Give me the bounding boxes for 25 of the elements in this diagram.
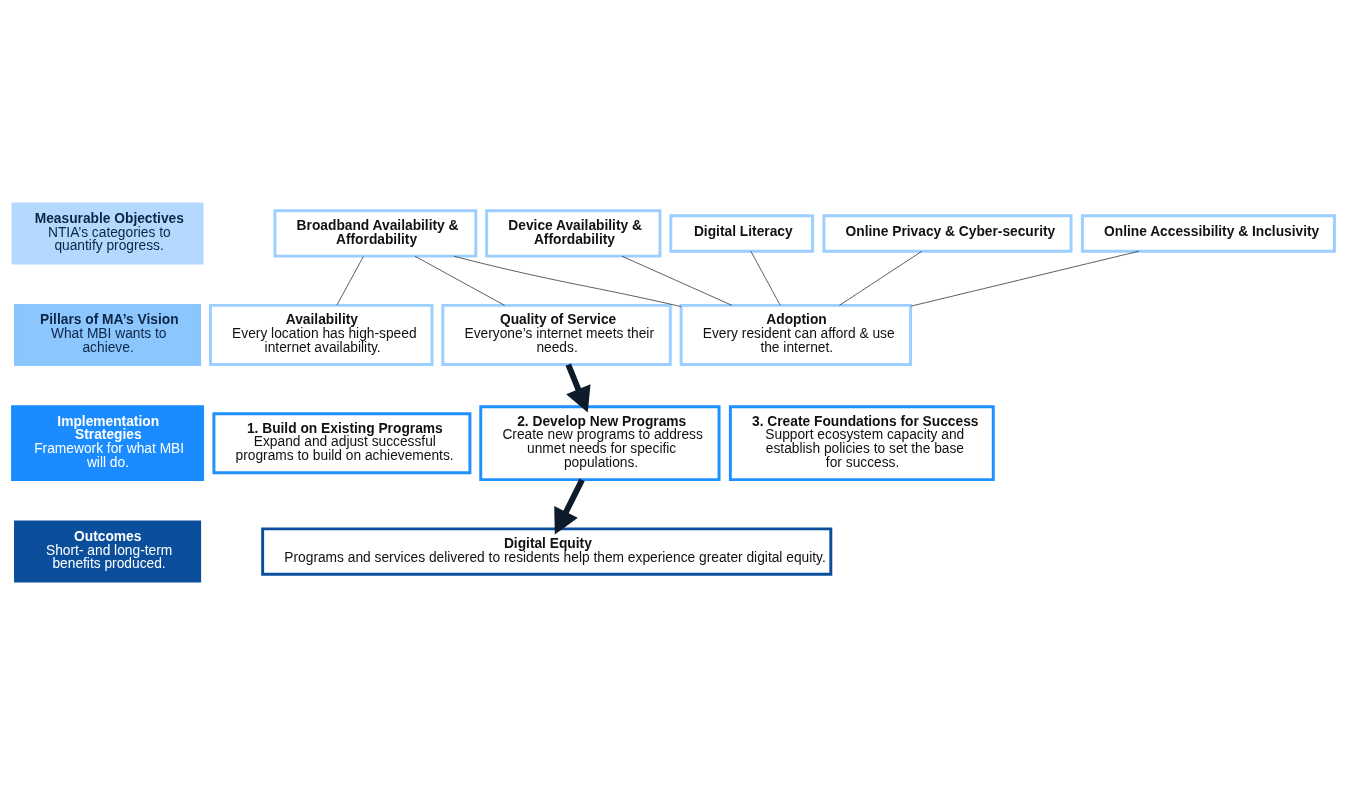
node-box: Online Privacy & Cyber-security xyxy=(822,214,1073,253)
node-box: Quality of Service Everyone’s internet meets their needs. xyxy=(441,303,672,366)
arrow xyxy=(565,363,591,413)
connector xyxy=(621,255,733,306)
node-box: Measurable Objectives NTIA’s categories to quantify progress. xyxy=(11,202,204,265)
node-box: Implementation Strategies Framework for what MBI will do. xyxy=(11,405,205,482)
node-box: Availability Every location has high-speed internet availability. xyxy=(209,303,434,366)
node-box: Adoption Every resident can afford & use the internet. xyxy=(679,303,913,366)
node-box: 1. Build on Existing Programs Expand and adjust successful programs to build on achievements. xyxy=(212,412,472,475)
node-box: Digital Literacy xyxy=(669,214,815,253)
arrow xyxy=(554,478,585,535)
connector xyxy=(336,256,364,306)
node-box: Digital Equity Programs and services delivered to residents help them experience greater digital equity. xyxy=(261,527,833,576)
node-box: Pillars of MA’s Vision What MBI wants to achieve. xyxy=(14,303,202,366)
node-box: Broadband Availability & Affordability xyxy=(273,209,478,258)
connector xyxy=(839,250,923,306)
node-box: 3. Create Foundations for Success Support ecosystem capacity and establish policies to set the base for success. xyxy=(728,405,995,482)
connector xyxy=(910,250,1140,307)
node-box: Online Accessibility & Inclusivity xyxy=(1080,214,1336,253)
node-box: Device Availability & Affordability xyxy=(485,209,662,258)
connector xyxy=(750,250,781,306)
connector xyxy=(453,255,682,307)
connector xyxy=(414,255,505,306)
node-box: Outcomes Short- and long-term benefits produced. xyxy=(14,520,202,583)
node-box: 2. Develop New Programs Create new programs to address unmet needs for specific populations. xyxy=(479,405,721,482)
